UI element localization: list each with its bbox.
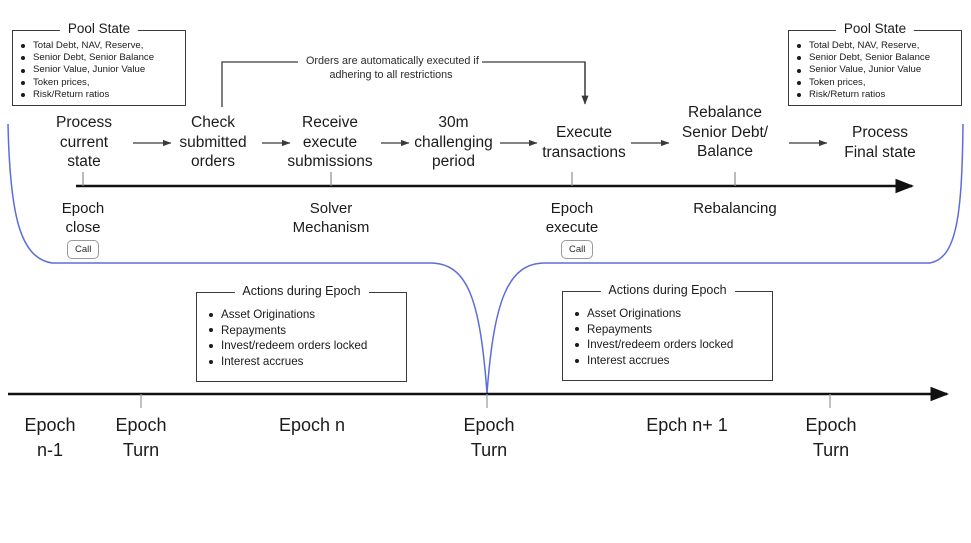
list-item: Repayments [207, 323, 406, 339]
epoch-label-line: Turn [470, 440, 508, 460]
bottom-timeline-ticks [140, 394, 831, 408]
epoch-label-line: Epoch n [278, 415, 346, 435]
actions-epoch-n-plus-1-title: Actions during Epoch [600, 282, 735, 298]
list-item: Token prices, [19, 77, 185, 89]
list-item: Senior Value, Junior Value [795, 64, 961, 76]
step-line: Balance [696, 143, 753, 160]
step-line: period [431, 153, 476, 170]
step-line: Receive [302, 114, 358, 131]
actions-epoch-n-list: Asset Originations Repayments Invest/red… [197, 293, 406, 369]
stage-epoch-close: Epoch close [37, 199, 129, 237]
epoch-label-line: Epoch [24, 415, 76, 435]
actions-epoch-n-plus-1-list: Asset Originations Repayments Invest/red… [563, 292, 772, 368]
list-item: Repayments [573, 322, 772, 338]
list-item: Senior Debt, Senior Balance [795, 52, 961, 64]
step-line: current [59, 133, 109, 151]
step-line: orders [191, 153, 235, 170]
epoch-execute-call-badge[interactable]: Call [561, 240, 594, 259]
epoch-label-turn-3: Epoch Turn [787, 413, 875, 463]
epoch-close-call-badge[interactable]: Call [67, 240, 100, 259]
stage-line: execute [545, 219, 599, 236]
stage-line: Solver [309, 200, 353, 217]
epoch-label-turn-1: Epoch Turn [97, 413, 185, 463]
epoch-label-line: Turn [122, 440, 160, 460]
stage-solver-mechanism: Solver Mechanism [271, 199, 391, 237]
step-line: state [67, 153, 101, 170]
pool-state-right-title: Pool State [835, 21, 915, 37]
step-line: Process [852, 124, 908, 141]
actions-during-epoch-n-plus-1-box: Actions during Epoch Asset Originations … [562, 282, 773, 381]
step-line: submissions [287, 153, 373, 170]
list-item: Interest accrues [573, 353, 772, 369]
pool-state-left-list: Total Debt, NAV, Reserve, Senior Debt, S… [13, 31, 185, 101]
list-item: Token prices, [795, 77, 961, 89]
step-line: Senior Debt/ [681, 123, 769, 141]
epoch-label-n-plus-1: Epch n+ 1 [620, 413, 754, 438]
stage-line: close [65, 219, 101, 236]
annotation-line-2: adhering to all restrictions [329, 69, 453, 81]
list-item: Senior Debt, Senior Balance [19, 52, 185, 64]
epoch-label-line: Epch n+ 1 [646, 415, 728, 435]
step-line: submitted [179, 133, 247, 151]
pool-state-box-right: Pool State Total Debt, NAV, Reserve, Sen… [788, 21, 962, 106]
step-execute-transactions: Execute transactions [531, 123, 637, 162]
step-receive-execute-submissions: Receive execute submissions [275, 113, 385, 172]
step-line: Check [191, 114, 235, 131]
epoch-label-line: Epoch [115, 415, 167, 435]
step-process-final-state: Process Final state [826, 123, 934, 162]
stage-line: Epoch [61, 200, 105, 217]
stage-line: Mechanism [292, 219, 370, 236]
epoch-label-line: n-1 [36, 440, 63, 460]
stage-rebalancing: Rebalancing [675, 199, 795, 218]
list-item: Invest/redeem orders locked [207, 338, 406, 354]
list-item: Total Debt, NAV, Reserve, [795, 40, 961, 52]
epoch-label-n: Epoch n [250, 413, 374, 438]
list-item: Asset Originations [573, 306, 772, 322]
auto-execution-annotation: Orders are automatically executed if adh… [300, 54, 482, 82]
epoch-label-line: Epoch [463, 415, 515, 435]
step-check-submitted-orders: Check submitted orders [166, 113, 260, 172]
step-line: transactions [542, 143, 626, 161]
step-line: Execute [555, 124, 612, 141]
step-line: Rebalance [687, 104, 763, 121]
step-rebalance-senior-debt: Rebalance Senior Debt/ Balance [664, 103, 786, 162]
step-line: execute [302, 133, 358, 151]
pool-state-right-list: Total Debt, NAV, Reserve, Senior Debt, S… [789, 31, 961, 101]
list-item: Invest/redeem orders locked [573, 337, 772, 353]
stage-epoch-execute: Epoch execute [526, 199, 618, 237]
step-line: 30m [438, 114, 469, 131]
step-line: Process [56, 114, 112, 131]
epoch-label-line: Epoch [805, 415, 857, 435]
stage-line: Rebalancing [693, 200, 777, 217]
stage-line: Epoch [550, 200, 594, 217]
step-line: Final state [844, 143, 916, 161]
pool-state-left-title: Pool State [59, 21, 139, 37]
actions-during-epoch-n-box: Actions during Epoch Asset Originations … [196, 283, 407, 382]
epoch-label-n-minus-1: Epoch n-1 [6, 413, 94, 463]
step-process-current-state: Process current state [38, 113, 130, 172]
epoch-label-line: Turn [812, 440, 850, 460]
epoch-label-turn-2: Epoch Turn [445, 413, 533, 463]
list-item: Total Debt, NAV, Reserve, [19, 40, 185, 52]
step-line: challenging [414, 133, 493, 151]
actions-epoch-n-title: Actions during Epoch [234, 283, 369, 299]
list-item: Interest accrues [207, 354, 406, 370]
annotation-line-1: Orders are automatically executed if [306, 55, 479, 67]
list-item: Risk/Return ratios [795, 89, 961, 101]
list-item: Asset Originations [207, 307, 406, 323]
step-challenging-period: 30m challenging period [402, 113, 505, 172]
top-timeline-ticks [82, 172, 736, 186]
list-item: Risk/Return ratios [19, 89, 185, 101]
list-item: Senior Value, Junior Value [19, 64, 185, 76]
pool-state-box-left: Pool State Total Debt, NAV, Reserve, Sen… [12, 21, 186, 106]
